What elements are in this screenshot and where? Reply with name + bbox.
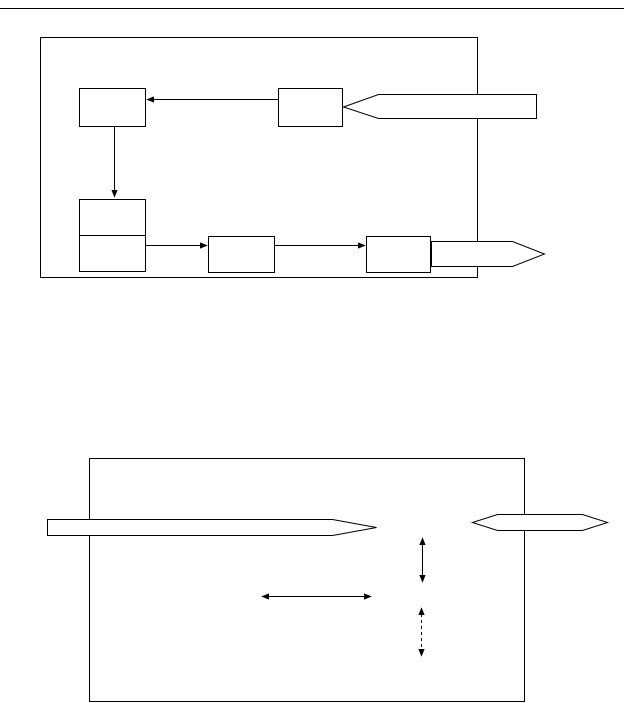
- double-headed-block-arrow: [470, 514, 610, 531]
- input-block-arrow: [341, 94, 537, 119]
- top-diagram-frame: [40, 37, 478, 278]
- box-top-right: [278, 88, 343, 127]
- output-block-arrow: [431, 241, 546, 267]
- long-input-block-arrow: [47, 519, 377, 536]
- box-bottom-middle: [208, 236, 275, 273]
- box-bottom-right: [366, 236, 431, 273]
- bottom-diagram: [47, 458, 610, 702]
- box-stack-upper: [79, 199, 146, 236]
- top-diagram: [40, 37, 546, 278]
- bottom-diagram-frame: [89, 458, 525, 702]
- box-stack-lower: [79, 235, 146, 272]
- box-top-left: [79, 88, 146, 127]
